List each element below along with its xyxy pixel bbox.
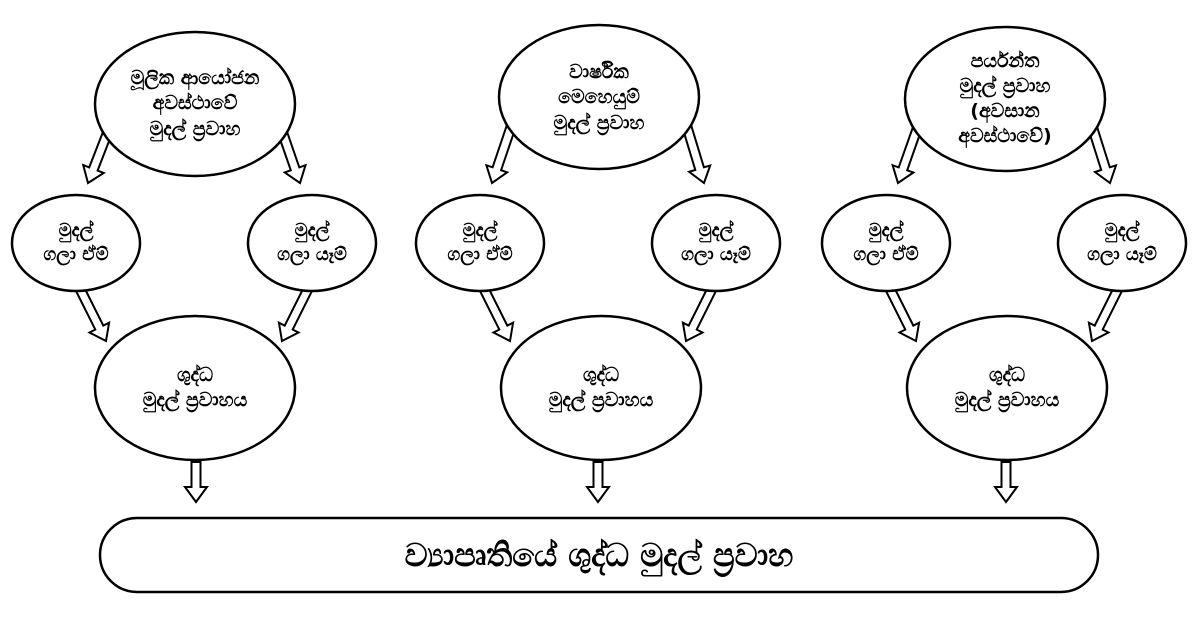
col1-inflow-bubble <box>10 193 142 293</box>
col3-arrow-outflow-to-net <box>1087 285 1124 343</box>
col2-outflow-bubble <box>650 193 782 293</box>
col2-arrow-inflow-to-net <box>478 285 515 343</box>
col1-top-bubble <box>93 30 297 178</box>
col2-inflow-bubble <box>414 193 546 293</box>
col1-arrow-outflow-to-net <box>277 285 314 343</box>
col2-arrow-net-to-final <box>585 461 611 504</box>
col1-arrow-top-to-outflow <box>277 131 308 185</box>
col1-outflow-label: මුදල්ගලා යෑම් <box>277 220 347 265</box>
col3-net-bubble <box>905 314 1109 462</box>
col1-arrow-inflow-to-net <box>74 285 111 343</box>
col1-outflow-bubble <box>246 193 378 293</box>
col2-arrow-top-to-outflow <box>681 124 712 185</box>
col3-outflow-label: මුදල්ගලා යෑම් <box>1087 220 1157 265</box>
col3-arrow-top-to-outflow <box>1087 126 1118 185</box>
col2-outflow-label: මුදල්ගලා යෑම් <box>681 220 751 265</box>
final-label: ව්‍යාපෘතියේ ශුද්ධ මුදල් ප්‍රවාහ <box>404 535 794 574</box>
col2-net-bubble <box>499 314 703 462</box>
col1-arrow-net-to-final <box>183 461 209 504</box>
col2-top-bubble <box>497 23 701 171</box>
col2-arrow-outflow-to-net <box>681 285 718 343</box>
col3-arrow-inflow-to-net <box>884 285 921 343</box>
col3-inflow-label: මුදල්ගලා ඒම් <box>853 220 919 265</box>
col3-arrow-net-to-final <box>993 461 1019 504</box>
col3-outflow-bubble <box>1056 193 1188 293</box>
col2-inflow-label: මුදල්ගලා ඒම් <box>447 220 513 265</box>
final-box <box>98 516 1100 594</box>
col1-net-bubble <box>93 314 297 462</box>
col3-inflow-bubble <box>820 193 952 293</box>
col3-top-bubble <box>903 25 1107 173</box>
col1-inflow-label: මුදල්ගලා ඒම් <box>43 220 109 265</box>
